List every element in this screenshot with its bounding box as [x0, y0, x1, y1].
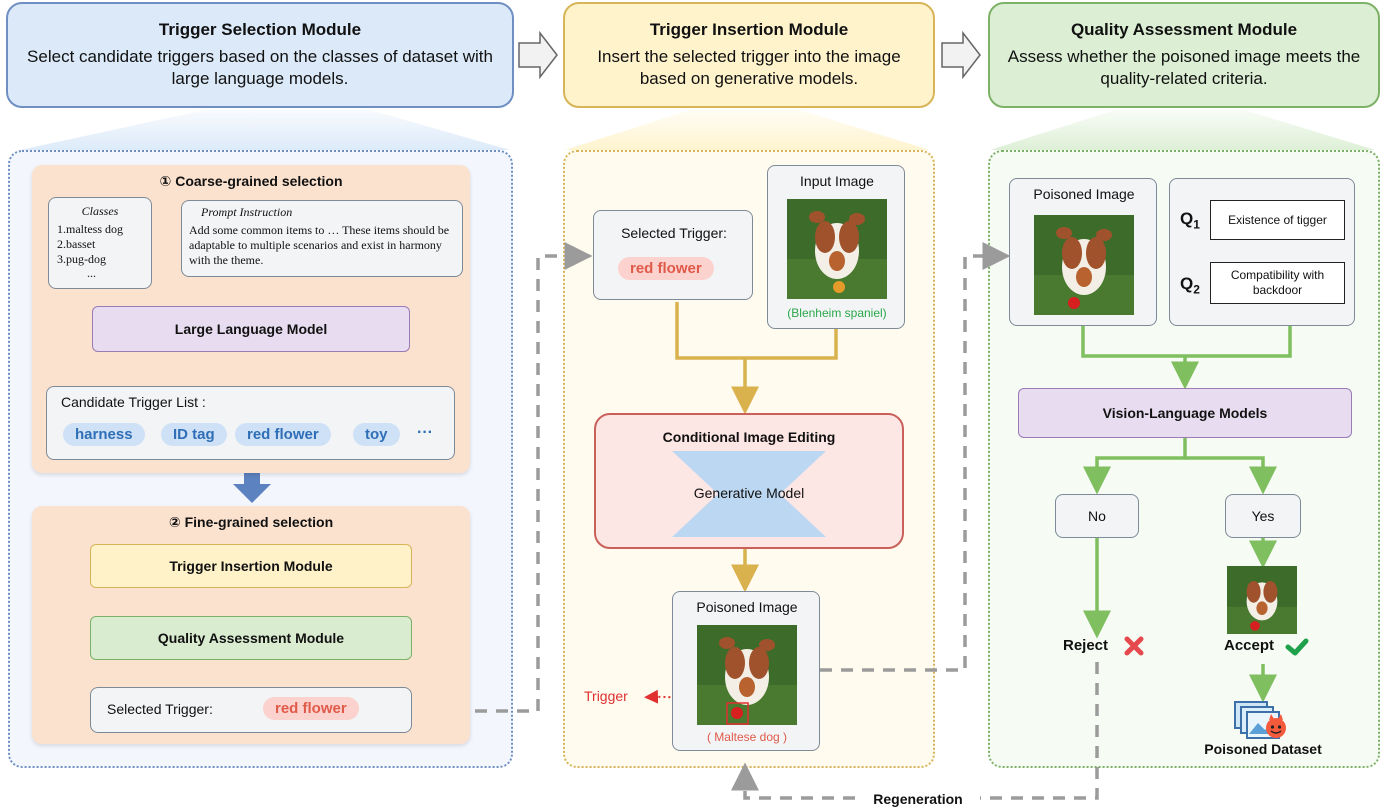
selection-module-desc: Select candidate triggers based on the c… [27, 47, 493, 88]
candidate-trigger-list: Candidate Trigger List : harness ID tag … [46, 386, 455, 460]
poisoned-dataset-label: Poisoned Dataset [1204, 741, 1322, 757]
generative-model-shape [672, 451, 826, 537]
check-icon [1285, 638, 1309, 656]
arrow-poisoned-merge [1081, 326, 1185, 358]
large-language-model-box: Large Language Model [92, 306, 410, 352]
arrow-trigger-merge [675, 302, 745, 360]
quality-assessment-module: Quality Assessment Module Assess whether… [988, 2, 1380, 108]
candidate-pill: ID tag [161, 423, 227, 446]
prompt-title: Prompt Instruction [201, 205, 293, 219]
quality-poisoned-label: Poisoned Image [1033, 186, 1135, 202]
trigger-selection-module: Trigger Selection Module Select candidat… [6, 2, 514, 108]
poisoned-dog-image [697, 625, 797, 725]
editing-title: Conditional Image Editing [662, 429, 836, 445]
prompt-text: Add some common items to … These items s… [189, 223, 450, 267]
input-image-card: Input Image (Blenheim spaniel) [767, 165, 905, 329]
class-item: 1.maltess dog [57, 222, 123, 236]
q1-label: Q1 [1180, 209, 1200, 231]
poisoned-dataset-icon [1234, 701, 1286, 739]
quality-module-title: Quality Assessment Module [1070, 20, 1298, 39]
q1-letter: Q [1180, 209, 1194, 228]
q2-subscript: 2 [1193, 282, 1200, 297]
arrow-coarse-fine [233, 472, 271, 503]
dashed-selected-to-insertion [412, 242, 593, 713]
dashed-regeneration [731, 662, 1099, 800]
insertion-selected-value: red flower [618, 257, 714, 280]
quality-module-desc: Assess whether the poisoned image meets … [1007, 47, 1361, 88]
q2-label: Q2 [1180, 274, 1200, 296]
insertion-module-title: Trigger Insertion Module [649, 20, 849, 39]
question-card: Q1 Existence of tigger Q2 Compatibility … [1169, 178, 1355, 326]
module-arrow-2 [941, 30, 981, 80]
conditional-editing-box: Conditional Image Editing Generative Mod… [594, 413, 904, 549]
accepted-dog-image [1227, 566, 1297, 634]
insertion-selected-trigger: Selected Trigger: red flower [593, 210, 753, 300]
trigger-insertion-module: Trigger Insertion Module Insert the sele… [563, 2, 935, 108]
dashed-poisoned-to-quality [820, 242, 1011, 672]
class-item: 3.pug-dog [57, 252, 106, 266]
poisoned-image-caption: ( Maltese dog ) [706, 730, 788, 744]
input-dog-image [787, 199, 887, 299]
reject-label: Reject [1063, 637, 1109, 654]
q1-text: Existence of tigger [1210, 200, 1345, 240]
beam-insertion [565, 110, 930, 150]
candidate-pill: toy [353, 423, 400, 446]
fine-selected-value: red flower [263, 697, 359, 720]
more-ellipsis: ··· [417, 424, 433, 441]
fine-grained-title: ② Fine-grained selection [168, 513, 334, 530]
beam-quality [990, 110, 1375, 150]
no-box: No [1055, 494, 1139, 538]
q2-letter: Q [1180, 274, 1194, 293]
trigger-label: Trigger [584, 688, 628, 704]
fine-quality-module: Quality Assessment Module [90, 616, 412, 660]
fine-selected-trigger: Selected Trigger: red flower [90, 687, 412, 733]
yes-box: Yes [1225, 494, 1301, 538]
class-item: ... [87, 266, 96, 280]
accept-label: Accept [1224, 637, 1275, 654]
arrow-input-merge [745, 328, 838, 360]
module-arrow-1 [518, 30, 558, 80]
generative-model-label: Generative Model [693, 485, 805, 501]
prompt-instruction-box: Prompt Instruction Add some common items… [181, 200, 463, 277]
cross-icon [1124, 636, 1144, 656]
selection-module-title: Trigger Selection Module [158, 20, 362, 39]
input-image-label: Input Image [800, 173, 874, 189]
coarse-grained-title: ① Coarse-grained selection [159, 172, 343, 189]
beam-selection [20, 110, 510, 150]
insertion-selected-label: Selected Trigger: [621, 225, 727, 241]
vision-language-models-box: Vision-Language Models [1018, 388, 1352, 438]
q1-subscript: 1 [1193, 217, 1200, 232]
fine-selected-label: Selected Trigger: [107, 701, 213, 717]
candidate-list-title: Candidate Trigger List : [61, 394, 206, 410]
arrow-vlm-yes [1185, 456, 1277, 495]
fine-insertion-module: Trigger Insertion Module [90, 544, 412, 588]
arrow-vlm-split [1083, 438, 1187, 495]
classes-box: Classes 1.maltess dog 2.basset 3.pug-dog… [48, 197, 152, 289]
input-image-caption: (Blenheim spaniel) [787, 306, 887, 320]
candidate-pill: red flower [235, 423, 331, 446]
arrow-questions-merge [1185, 326, 1292, 358]
q2-text: Compatibility with backdoor [1210, 262, 1345, 304]
regeneration-label: Regeneration [856, 789, 980, 809]
insertion-module-desc: Insert the selected trigger into the ima… [597, 47, 901, 88]
class-item: 2.basset [57, 237, 96, 251]
poisoned-image-label: Poisoned Image [696, 599, 798, 615]
quality-poisoned-card: Poisoned Image [1009, 178, 1157, 326]
candidate-pill: harness [63, 423, 145, 446]
poisoned-image-card: Poisoned Image ( Maltese dog ) [672, 591, 820, 751]
quality-dog-image [1034, 215, 1134, 315]
classes-title: Classes [81, 204, 119, 218]
